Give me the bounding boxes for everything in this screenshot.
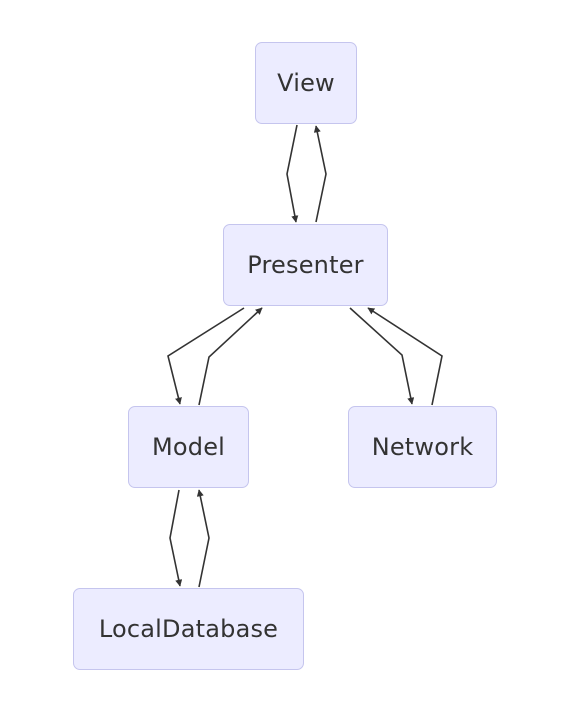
edge-presenter-to-view bbox=[313, 125, 327, 223]
edge-network-to-presenter bbox=[367, 307, 443, 406]
node-network-label: Network bbox=[371, 433, 474, 461]
edge-presenter-to-model bbox=[167, 307, 245, 405]
node-view: View bbox=[255, 42, 357, 124]
node-local-database-label: LocalDatabase bbox=[98, 615, 279, 643]
node-model: Model bbox=[128, 406, 249, 488]
edge-model-to-presenter bbox=[198, 307, 263, 406]
node-presenter: Presenter bbox=[223, 224, 388, 306]
edge-presenter-to-network bbox=[349, 307, 415, 405]
node-view-label: View bbox=[277, 69, 335, 97]
edge-view-to-presenter bbox=[286, 124, 299, 223]
node-presenter-label: Presenter bbox=[247, 251, 364, 279]
node-local-database: LocalDatabase bbox=[73, 588, 304, 670]
edge-localdatabase-to-model bbox=[196, 489, 210, 588]
node-model-label: Model bbox=[151, 433, 226, 461]
edge-model-to-localdatabase bbox=[169, 489, 183, 587]
node-network: Network bbox=[348, 406, 497, 488]
